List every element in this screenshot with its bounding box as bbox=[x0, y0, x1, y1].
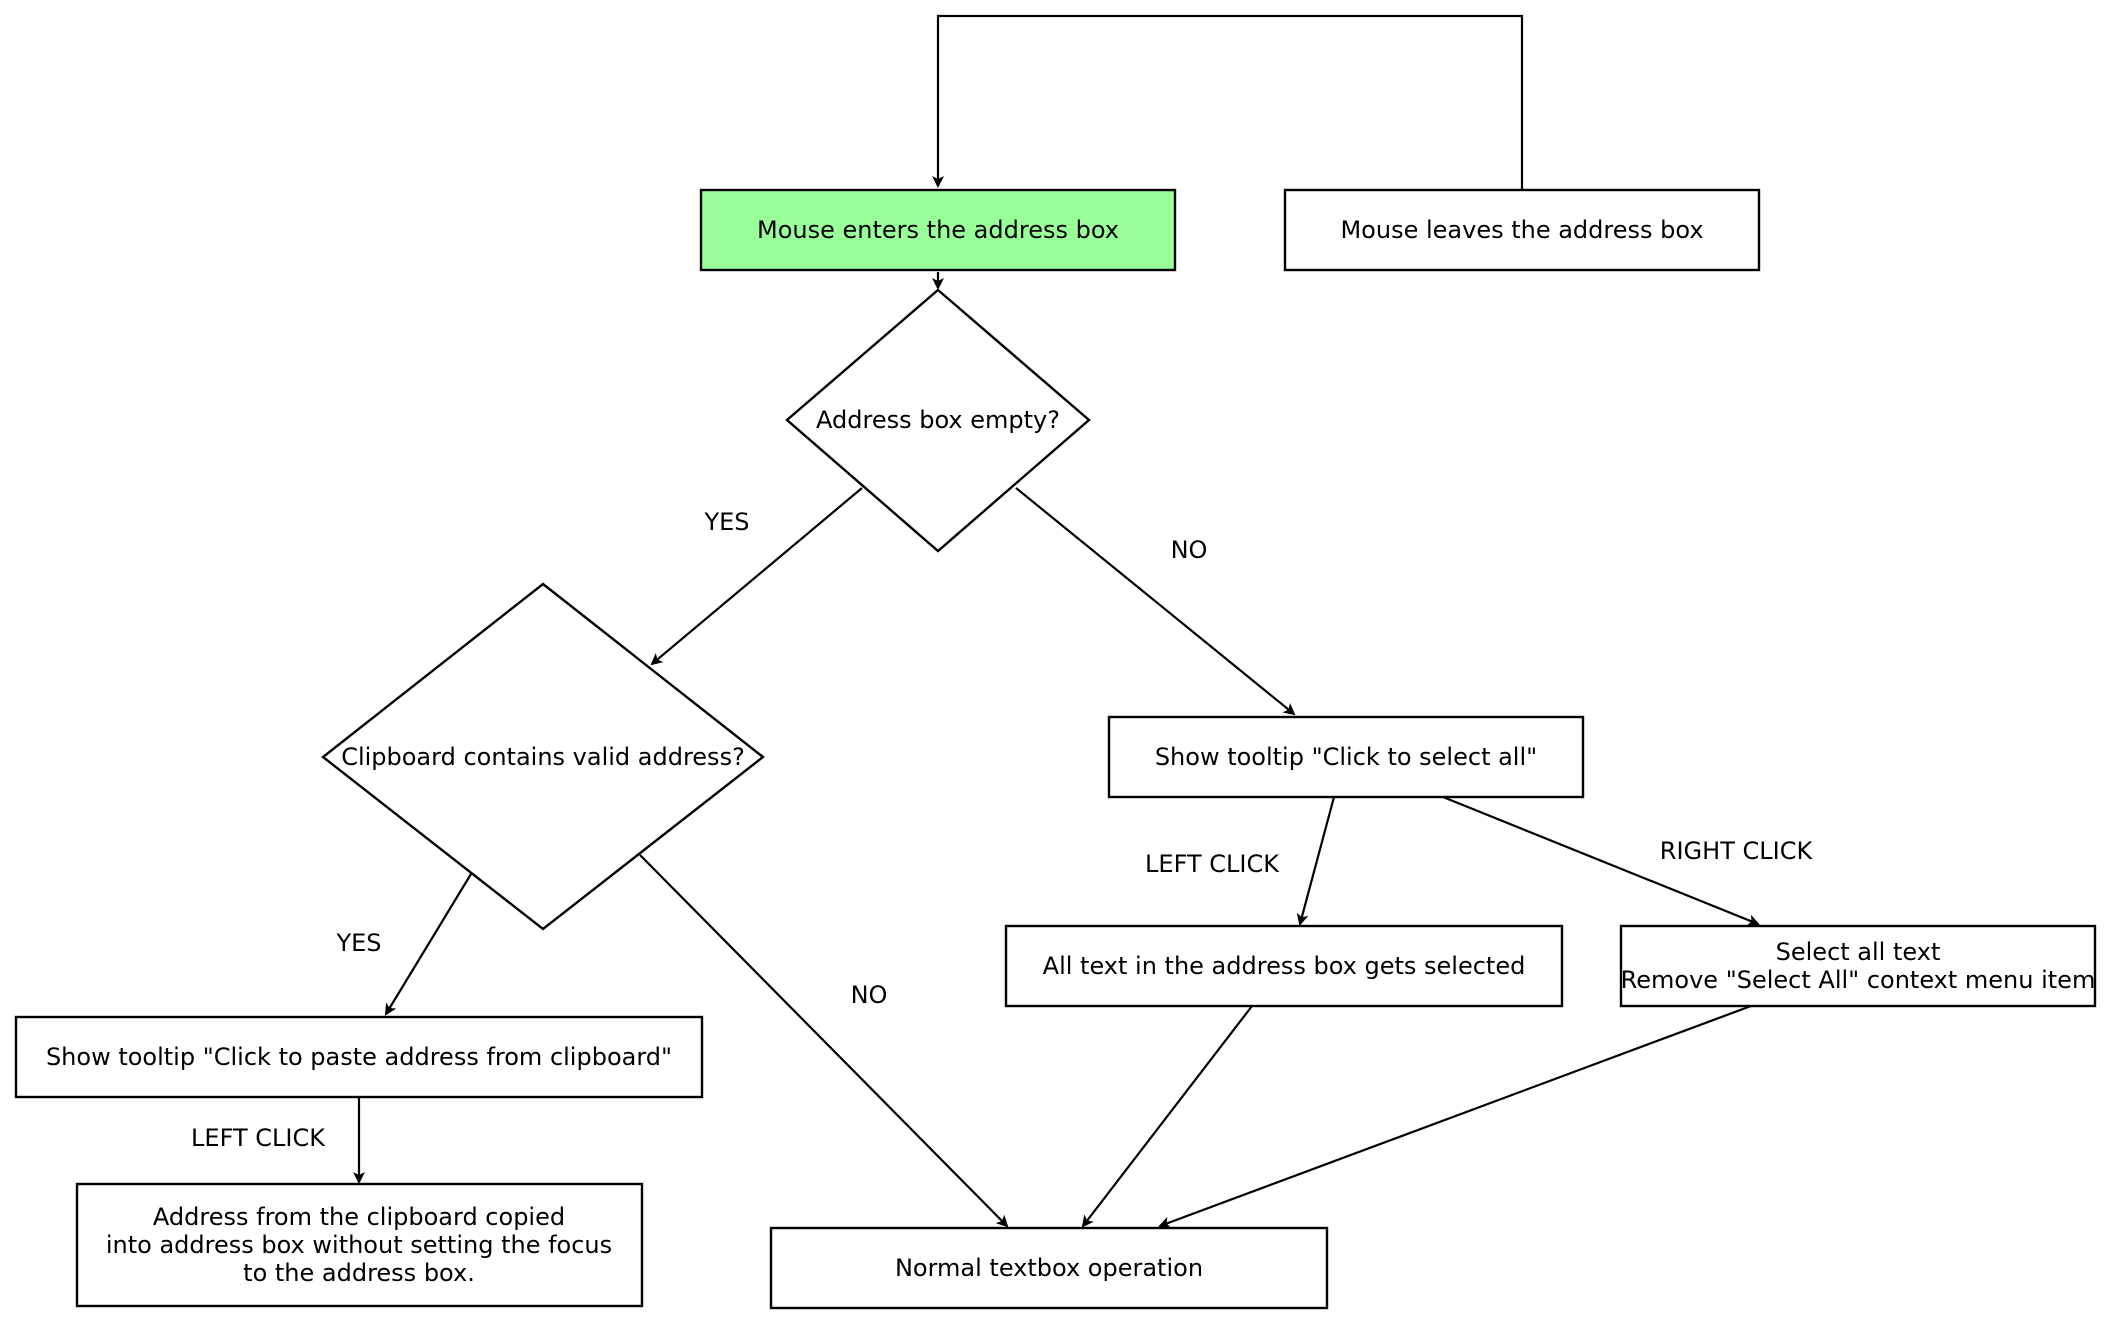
label-clip-yes: YES bbox=[335, 929, 381, 957]
edge-selected-to-normal bbox=[1081, 1005, 1253, 1228]
edge-select-left-click bbox=[1296, 796, 1336, 926]
edge-clip-yes bbox=[384, 873, 472, 1016]
edge-selectall-to-normal bbox=[1158, 1004, 1752, 1229]
node-text-selected-label: All text in the address box gets selecte… bbox=[1043, 952, 1526, 980]
label-right-click: RIGHT CLICK bbox=[1660, 837, 1814, 865]
edge-clip-no bbox=[639, 854, 1009, 1228]
node-select-all-text: Select all text Remove "Select All" cont… bbox=[1619, 924, 2097, 1008]
node-tooltip-select-all-label: Show tooltip "Click to select all" bbox=[1155, 743, 1537, 771]
node-normal-operation: Normal textbox operation bbox=[769, 1226, 1329, 1310]
node-tooltip-paste: Show tooltip "Click to paste address fro… bbox=[14, 1015, 704, 1099]
edge-leaves-to-enters bbox=[932, 14, 1524, 190]
decision-clipboard-valid: Clipboard contains valid address? bbox=[321, 582, 765, 931]
decision-address-empty-label: Address box empty? bbox=[816, 406, 1060, 434]
node-paste-result: Address from the clipboard copied into a… bbox=[75, 1182, 644, 1308]
label-left-click-select: LEFT CLICK bbox=[1145, 850, 1280, 878]
node-mouse-leaves: Mouse leaves the address box bbox=[1283, 188, 1761, 272]
label-empty-yes: YES bbox=[703, 508, 749, 536]
node-paste-result-line2: into address box without setting the foc… bbox=[106, 1231, 612, 1259]
decision-address-empty: Address box empty? bbox=[785, 288, 1091, 553]
edge-empty-yes bbox=[650, 487, 863, 666]
edge-empty-no bbox=[1015, 487, 1296, 716]
node-paste-result-line3: to the address box. bbox=[243, 1259, 475, 1287]
label-empty-no: NO bbox=[1171, 536, 1208, 564]
node-select-all-line1: Select all text bbox=[1776, 938, 1941, 966]
node-select-all-line2: Remove "Select All" context menu item bbox=[1621, 966, 2096, 994]
edge-select-right-click bbox=[1442, 795, 1760, 926]
decision-clipboard-valid-label: Clipboard contains valid address? bbox=[341, 743, 745, 771]
node-mouse-enters: Mouse enters the address box bbox=[699, 188, 1177, 272]
node-paste-result-line1: Address from the clipboard copied bbox=[153, 1203, 565, 1231]
node-normal-operation-label: Normal textbox operation bbox=[895, 1254, 1203, 1282]
node-mouse-leaves-label: Mouse leaves the address box bbox=[1340, 216, 1703, 244]
node-text-selected: All text in the address box gets selecte… bbox=[1004, 924, 1564, 1008]
node-mouse-enters-label: Mouse enters the address box bbox=[757, 216, 1119, 244]
node-tooltip-select-all: Show tooltip "Click to select all" bbox=[1107, 715, 1585, 799]
label-left-click-paste: LEFT CLICK bbox=[191, 1124, 326, 1152]
label-clip-no: NO bbox=[851, 981, 888, 1009]
node-tooltip-paste-label: Show tooltip "Click to paste address fro… bbox=[46, 1043, 672, 1071]
